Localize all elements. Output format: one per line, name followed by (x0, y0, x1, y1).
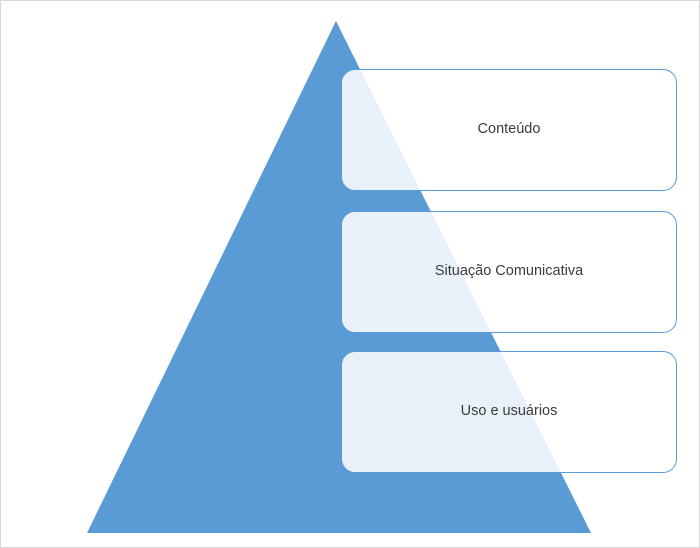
pyramid-level-label: Conteúdo (477, 121, 541, 138)
pyramid-level-label: Situação Comunicativa (434, 263, 584, 280)
pyramid-level-label: Uso e usuários (460, 403, 558, 420)
pyramid-level-box-situacao-comunicativa: Situação Comunicativa (341, 211, 677, 333)
pyramid-level-box-uso-e-usuarios: Uso e usuários (341, 351, 677, 473)
pyramid-level-box-conteudo: Conteúdo (341, 69, 677, 191)
